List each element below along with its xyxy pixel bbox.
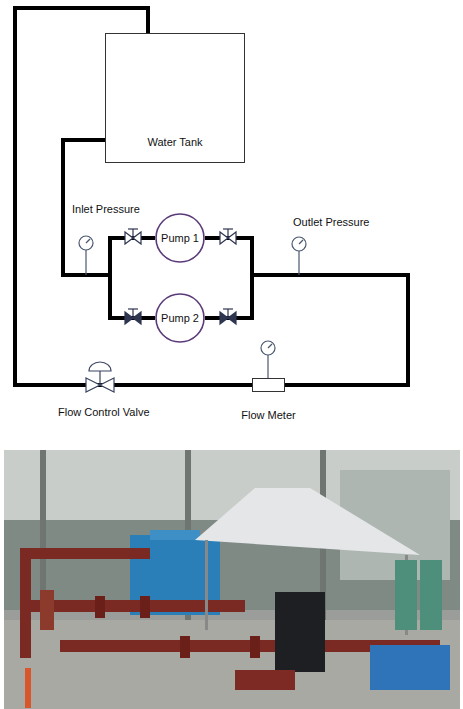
test-rig-photo [4,450,460,709]
node-text: Pump 2 [161,312,199,324]
tank-box: Water Tank [105,33,245,163]
pipe-line [205,238,408,385]
pump-circle: Pump 1 [155,213,205,263]
valve-label: Flow Control Valve [58,406,150,418]
pump-circle: Pump 2 [155,293,205,343]
flow-control-valve-symbol [86,362,114,392]
gauge-label: Inlet Pressure [72,203,140,215]
flow-meter-box: Flow Meter [252,378,285,392]
pipe-line [63,140,155,318]
node-text: Flow Meter [241,409,295,421]
pipe-line [15,8,252,385]
node-text: Water Tank [106,136,244,148]
gauge-label: Outlet Pressure [293,216,369,228]
node-text: Pump 1 [161,232,199,244]
pipe-line [205,275,408,385]
